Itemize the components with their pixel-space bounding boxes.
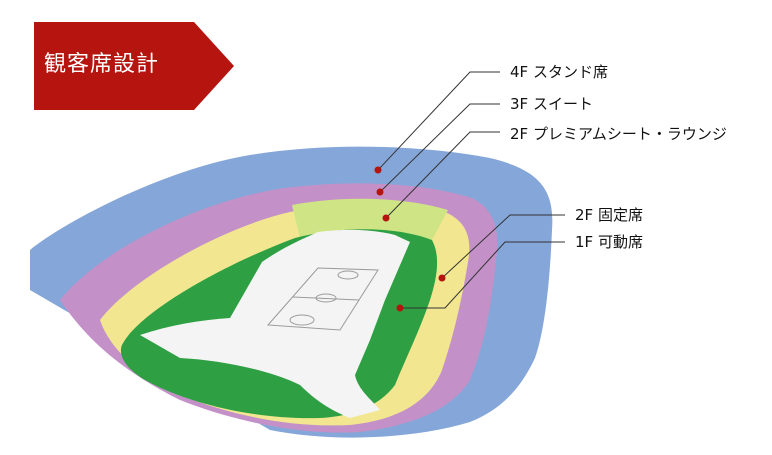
leader-endpoints <box>374 166 446 312</box>
leader-suite-3f <box>379 103 500 193</box>
label-premium-2f: 2F プレミアムシート・ラウンジ <box>510 125 727 143</box>
leader-stand-4f <box>377 71 500 171</box>
label-fixed-2f: 2F 固定席 <box>575 206 643 224</box>
center-court-floor <box>140 229 410 418</box>
label-movable-1f: 1F 可動席 <box>575 233 643 251</box>
label-suite-3f: 3F スイート <box>510 95 593 113</box>
label-stand-4f: 4F スタンド席 <box>510 63 608 81</box>
leader-lines <box>377 71 565 309</box>
banner-arrow-shape <box>34 22 234 110</box>
leader-premium-2f <box>385 131 500 219</box>
basketball-court-lines <box>266 267 379 331</box>
diagram-title: 観客席設計 <box>44 52 160 77</box>
title-banner: 観客席設計 <box>34 22 234 110</box>
premium-2f-area <box>292 198 448 240</box>
leader-fixed-2f <box>441 214 565 279</box>
leader-movable-1f <box>400 241 565 309</box>
